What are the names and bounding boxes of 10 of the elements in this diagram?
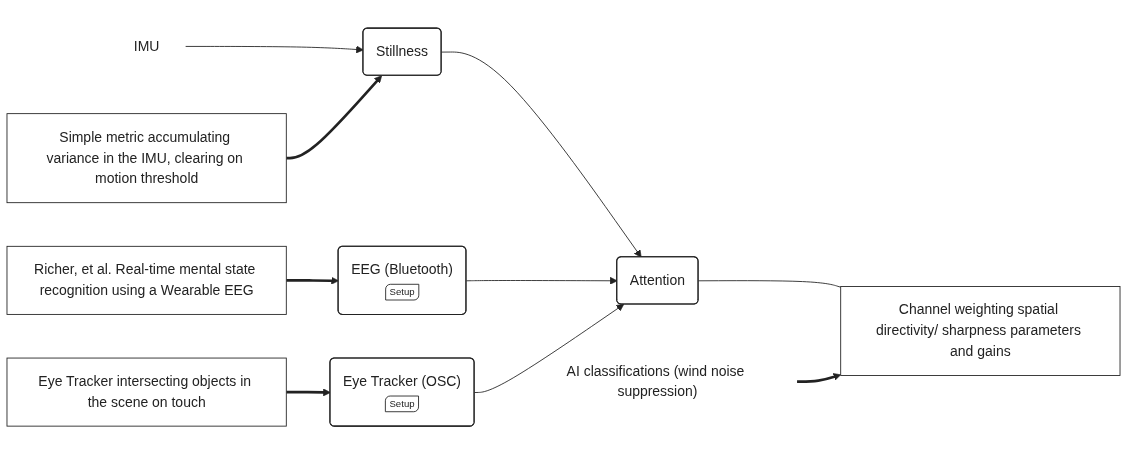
node-box: Eye Tracker intersecting objects in the scene on touch	[6, 357, 287, 427]
connector	[698, 280, 842, 288]
arrow	[797, 373, 842, 383]
node-text: AI classifications (wind noise suppression)	[566, 363, 745, 400]
node-box: Richer, et al. Real-time mental state recognition using a Wearable EEG	[6, 245, 287, 315]
node-text: IMU	[133, 38, 160, 54]
arrow	[286, 75, 382, 160]
arrow	[286, 276, 339, 285]
node-box: Channel weighting spatial directivity/ sharpness parameters and gains	[840, 286, 1121, 376]
node-box: Simple metric accumulating variance in the IMU, clearing on motion threshold	[6, 113, 287, 204]
